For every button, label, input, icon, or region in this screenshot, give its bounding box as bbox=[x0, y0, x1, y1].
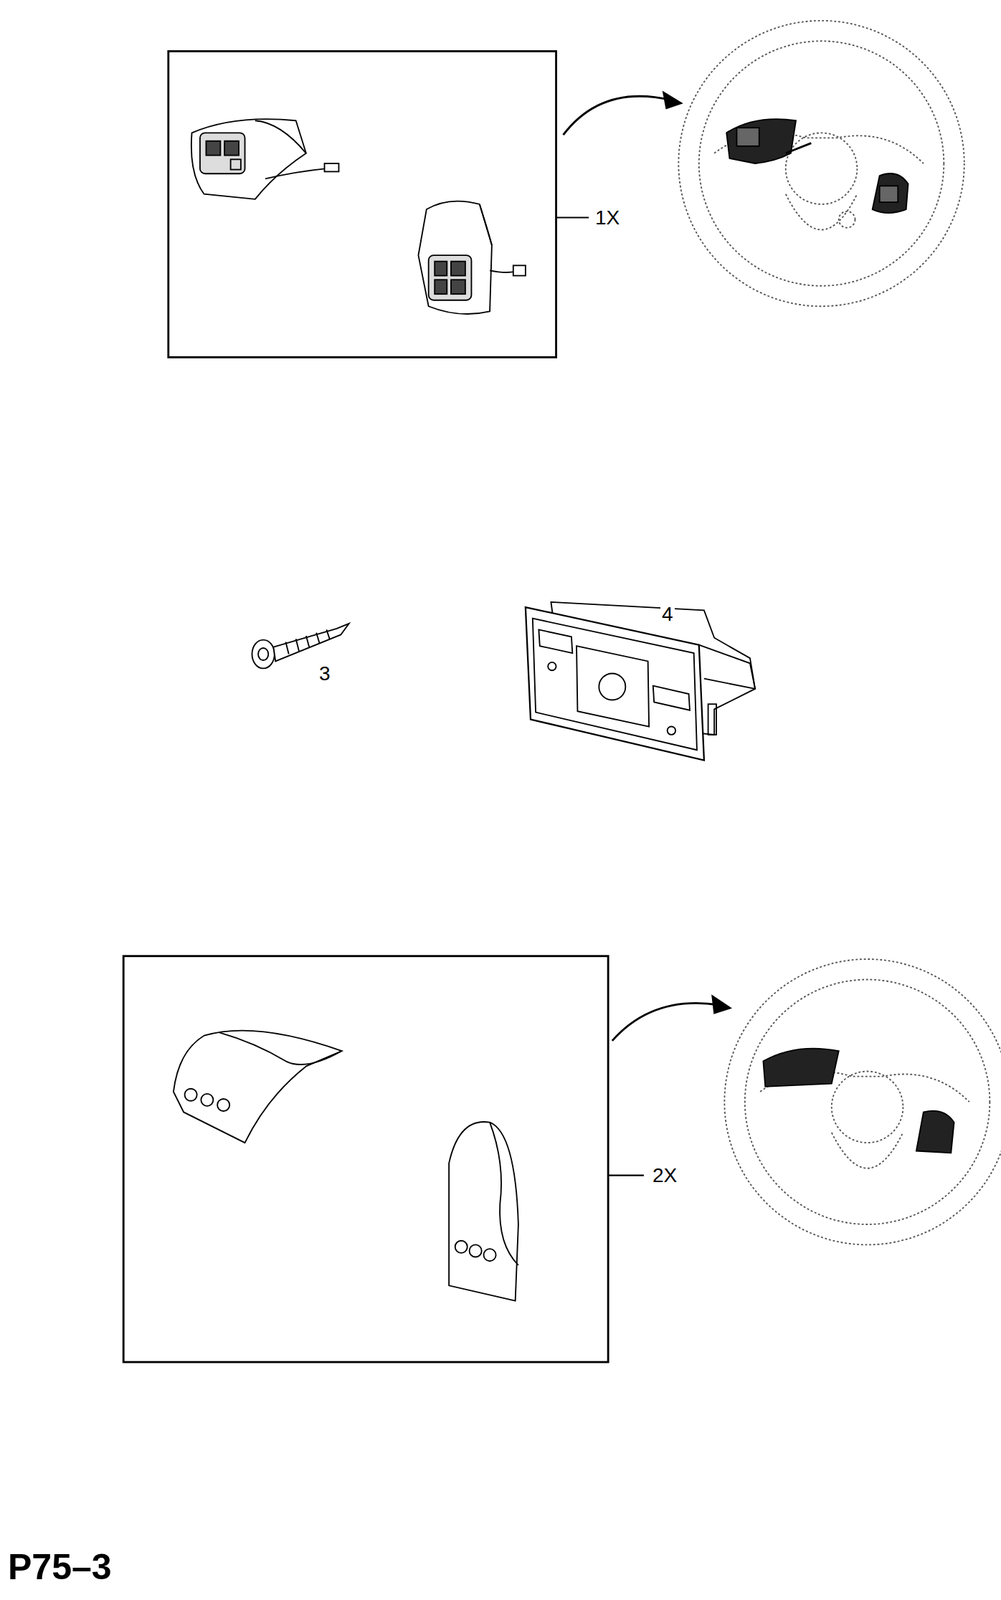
switch-pod bbox=[173, 1031, 343, 1144]
control-panel bbox=[525, 602, 756, 761]
steering-wheel bbox=[678, 20, 964, 307]
arrow-head bbox=[712, 995, 731, 1014]
callout-number: 1X bbox=[593, 207, 621, 229]
leader-line bbox=[556, 216, 590, 218]
switch-pod bbox=[191, 119, 340, 200]
curved-arrow bbox=[612, 1003, 720, 1041]
group-frame bbox=[123, 956, 609, 1363]
steering-wheel bbox=[724, 959, 1001, 1245]
curved-arrow bbox=[563, 96, 672, 135]
switch-pod bbox=[448, 1122, 519, 1302]
switch-pod bbox=[726, 119, 908, 213]
screw bbox=[251, 623, 349, 670]
callout-number: 2X bbox=[651, 1165, 679, 1187]
leader-line bbox=[608, 1175, 644, 1177]
callout-number: 4 bbox=[660, 603, 675, 626]
page-reference: P75–3 bbox=[6, 1548, 114, 1587]
callout-number: 3 bbox=[317, 663, 332, 685]
arrow-head bbox=[663, 91, 682, 109]
switch-pod bbox=[762, 1049, 954, 1154]
switch-pod bbox=[418, 201, 525, 315]
group-frame bbox=[168, 50, 557, 358]
